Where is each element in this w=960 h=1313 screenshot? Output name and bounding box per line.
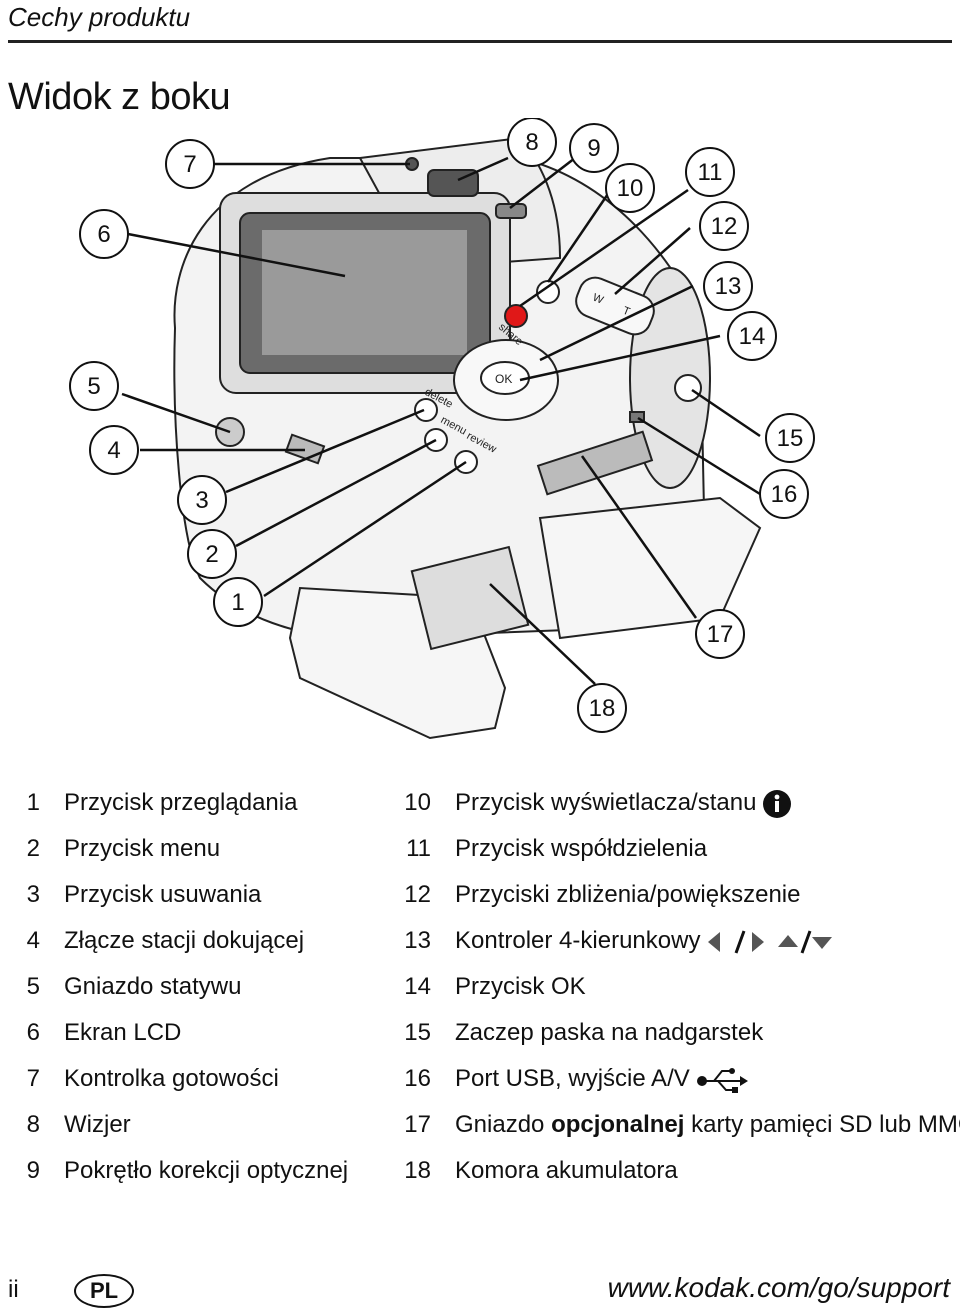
- card-door: [538, 496, 762, 640]
- share-button: [504, 304, 528, 328]
- camera-label-t: T: [621, 305, 632, 319]
- support-url[interactable]: www.kodak.com/go/support: [607, 1272, 950, 1303]
- diopter-dial: [495, 203, 527, 219]
- strap-post: [674, 374, 702, 402]
- info-icon: [763, 789, 792, 818]
- section-header: Cechy produktu: [8, 2, 191, 32]
- card-slot: [536, 430, 654, 496]
- callout-5: 5: [87, 373, 100, 400]
- camera-diagram: delete menu review share OK W T: [69, 118, 815, 740]
- usb-port: [629, 411, 645, 423]
- callout-12: 12: [711, 213, 738, 240]
- callout-14: 14: [739, 323, 766, 350]
- callout-7: 7: [183, 151, 196, 178]
- callout-8: 8: [525, 129, 538, 156]
- callout-6: 6: [97, 221, 110, 248]
- usb-icon: [696, 1067, 748, 1093]
- delete-button: [414, 398, 438, 422]
- four-way-arrows-icon: [708, 930, 833, 954]
- header-rule: [8, 40, 952, 43]
- language-badge: PL: [74, 1274, 134, 1308]
- camera-label-ok: OK: [495, 372, 512, 386]
- page-number: ii: [8, 1276, 19, 1303]
- callout-10: 10: [617, 175, 644, 202]
- callout-3: 3: [195, 487, 208, 514]
- callout-16: 16: [771, 481, 798, 508]
- callout-15: 15: [777, 425, 804, 452]
- callout-2: 2: [205, 541, 218, 568]
- callout-17: 17: [707, 621, 734, 648]
- callout-13: 13: [715, 273, 742, 300]
- callout-4: 4: [107, 437, 120, 464]
- callout-11: 11: [698, 159, 723, 186]
- callout-9: 9: [587, 135, 600, 162]
- page-title: Widok z boku: [8, 76, 231, 118]
- callout-1: 1: [231, 589, 244, 616]
- camera-label-w: W: [591, 292, 606, 307]
- callout-18: 18: [589, 695, 616, 722]
- battery-slot: [410, 545, 530, 651]
